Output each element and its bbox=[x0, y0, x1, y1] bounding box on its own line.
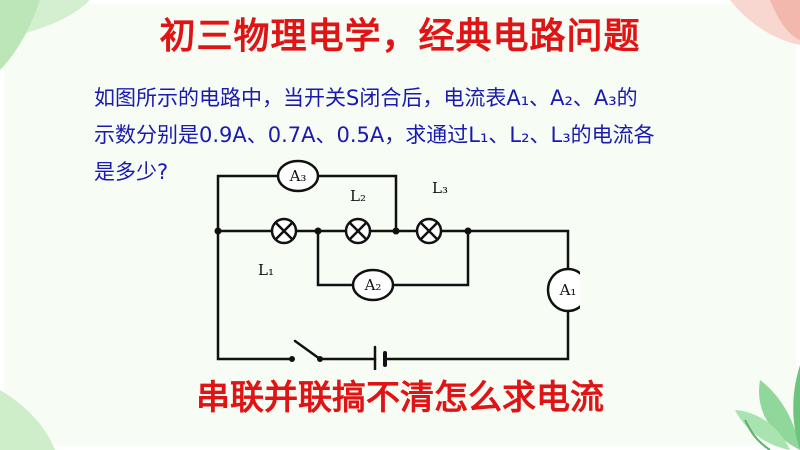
bottom-left-leaf-decoration-icon bbox=[0, 390, 55, 450]
wire bbox=[316, 229, 355, 287]
bulb-l2-label: L₂ bbox=[350, 187, 366, 205]
bulb-l1-icon bbox=[270, 217, 298, 245]
top-left-leaf-decoration-icon bbox=[0, 0, 90, 70]
wire bbox=[216, 229, 294, 361]
wire bbox=[216, 174, 280, 233]
wire bbox=[391, 229, 470, 287]
switch-contact bbox=[317, 356, 323, 362]
slide-title: 初三物理电学，经典电路问题 bbox=[159, 16, 641, 57]
top-right-petal-decoration-icon bbox=[730, 0, 800, 45]
switch-blade bbox=[293, 339, 322, 361]
ammeter-a1-label: A₁ bbox=[559, 281, 577, 299]
wire bbox=[383, 307, 570, 361]
circuit-diagram: A₃ A₂ A₁ L₁ L₂ L₃ bbox=[214, 159, 580, 370]
bulb-l3-icon bbox=[415, 217, 443, 245]
junction-dot bbox=[314, 227, 322, 235]
slide-subtitle: 串联并联搞不清怎么求电流 bbox=[196, 378, 604, 418]
ammeter-a1-icon bbox=[546, 267, 580, 313]
wire bbox=[316, 174, 398, 233]
ammeter-a2-label: A₂ bbox=[364, 276, 382, 294]
wire bbox=[439, 229, 570, 273]
slide-frame bbox=[4, 4, 796, 446]
junction-dot bbox=[214, 227, 222, 235]
bulb-l3-label: L₃ bbox=[432, 179, 448, 197]
junction-dot bbox=[464, 227, 472, 235]
bottom-right-leaf-decoration-icon bbox=[735, 365, 800, 450]
question-text: 如图所示的电路中，当开关S闭合后，电流表A₁、A₂、A₃的 示数分别是0.9A、… bbox=[94, 80, 734, 191]
bulb-l1-label: L₁ bbox=[258, 261, 274, 279]
question-line: 如图所示的电路中，当开关S闭合后，电流表A₁、A₂、A₃的 bbox=[94, 86, 638, 110]
ammeter-a2-icon bbox=[351, 268, 395, 302]
ammeter-a3-label: A₃ bbox=[289, 167, 307, 185]
junction-dot bbox=[392, 227, 400, 235]
ammeter-a3-icon bbox=[276, 159, 320, 193]
question-line: 是多少? bbox=[94, 160, 169, 184]
question-line: 示数分别是0.9A、0.7A、0.5A，求通过L₁、L₂、L₃的电流各 bbox=[94, 123, 655, 147]
switch-contact bbox=[289, 356, 295, 362]
bulb-l2-icon bbox=[344, 217, 372, 245]
